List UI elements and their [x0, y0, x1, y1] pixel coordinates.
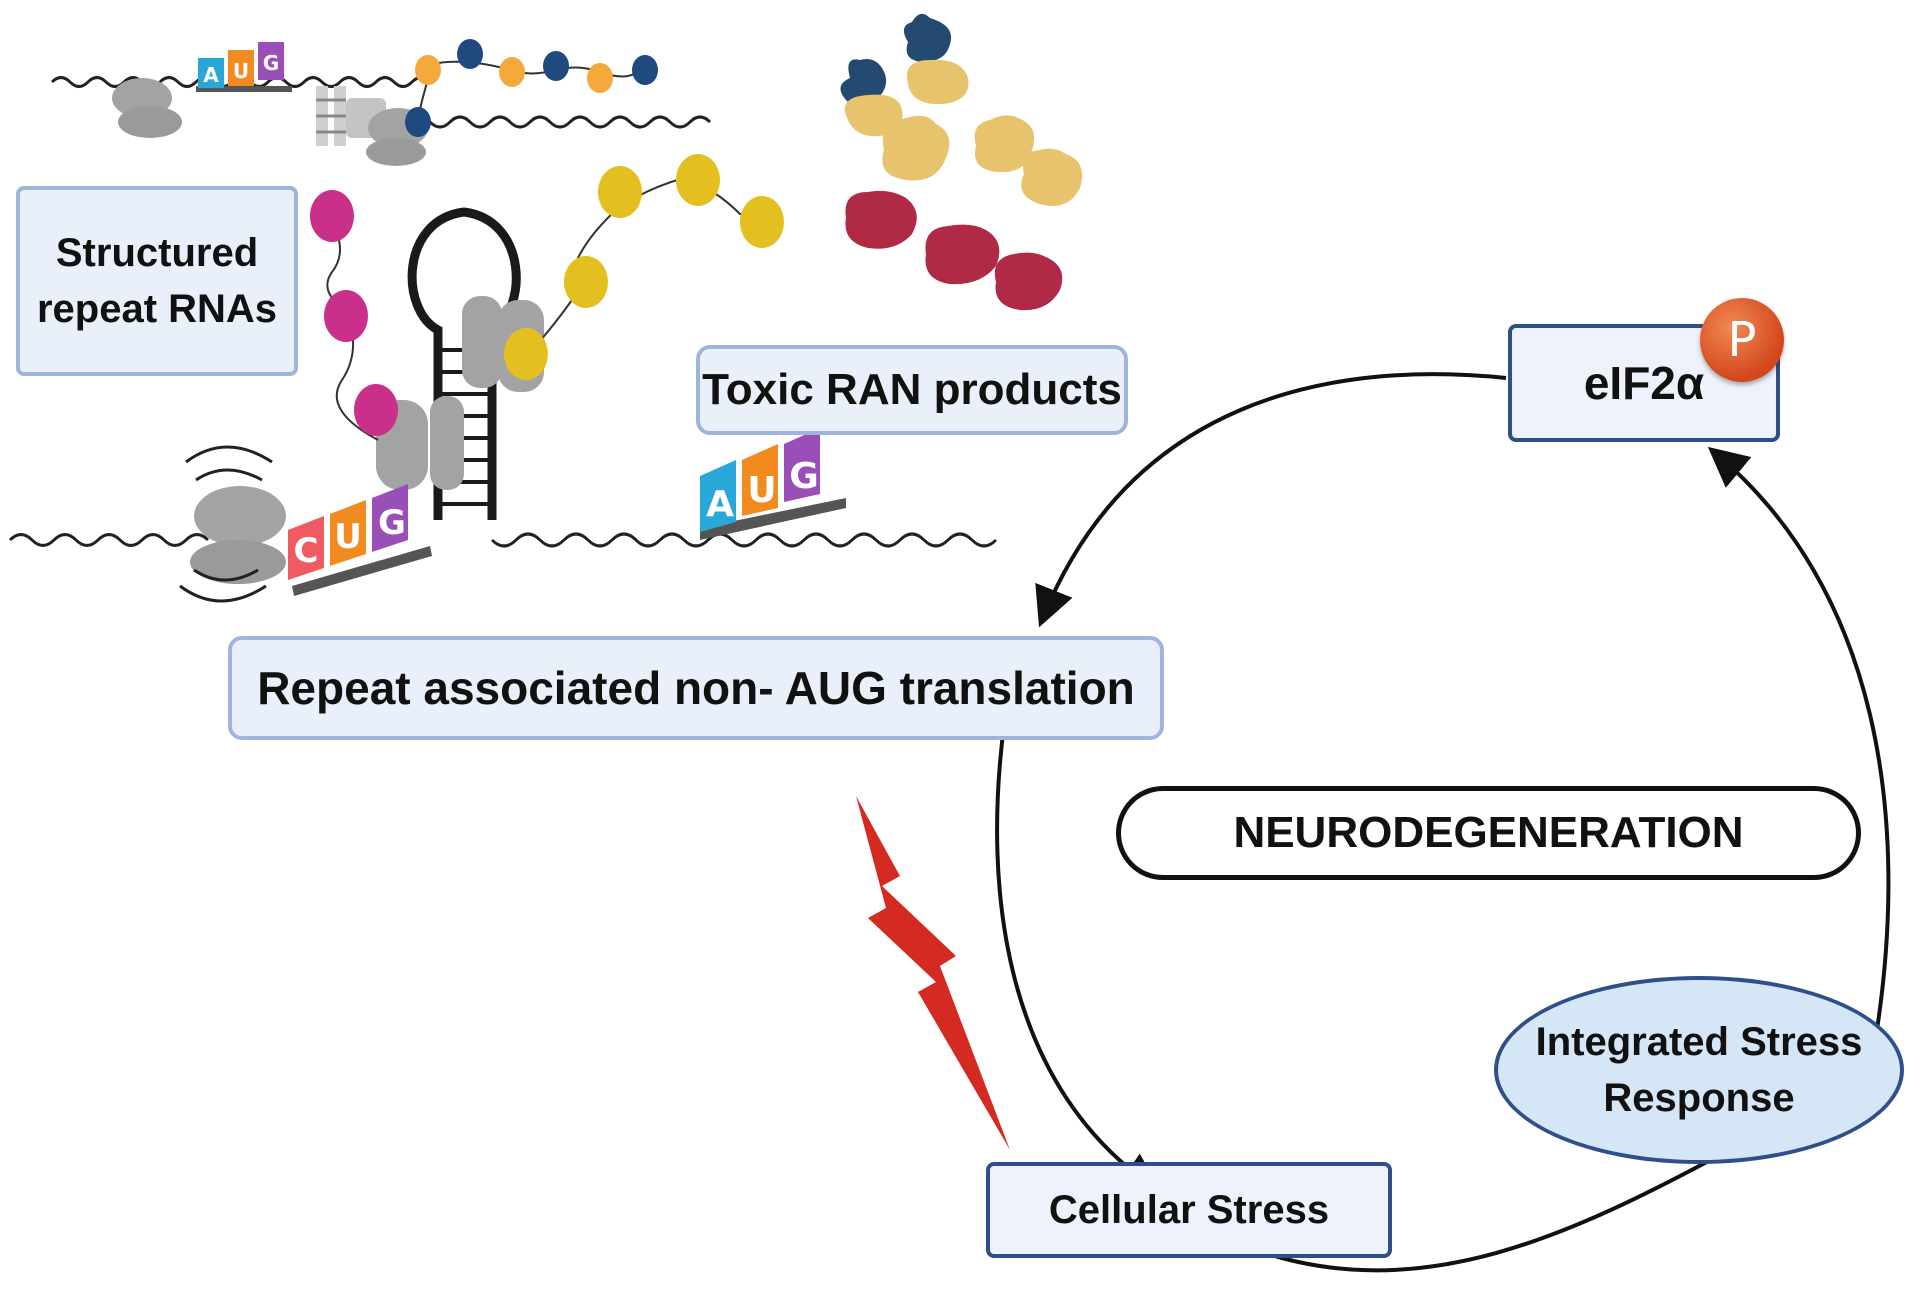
left-cug-codon: C U G — [288, 484, 432, 596]
phosphorylation-badge: P — [1700, 298, 1784, 382]
scanning-ribosome-left — [179, 445, 286, 603]
right-codon-a: A — [706, 484, 734, 525]
right-codon-u: U — [747, 470, 776, 511]
right-codon-g: G — [789, 456, 819, 497]
ran-translation-label: Repeat associated non- AUG translation — [228, 636, 1164, 740]
left-codon-u: U — [334, 517, 362, 557]
top-codon-u: U — [233, 59, 249, 83]
top-codon-a: A — [203, 63, 219, 87]
right-aug-codon: A U G — [700, 428, 846, 540]
arrow-isr-to-eif2a — [1707, 446, 1891, 1037]
arrow-eif2a-to-ran — [1035, 372, 1507, 628]
top-ribosome-left — [112, 78, 182, 138]
top-codon-g: G — [263, 51, 279, 75]
main-mrna-strand — [8, 532, 998, 548]
top-aug-codon: A U G — [196, 42, 292, 92]
left-codon-c: C — [294, 531, 319, 571]
toxic-ran-products-label: Toxic RAN products — [696, 345, 1128, 435]
magenta-peptide-chain — [310, 190, 398, 441]
yellow-peptide-chain — [504, 154, 784, 380]
structured-repeat-rnas-label: Structured repeat RNAs — [16, 186, 298, 376]
lightning-bolt-icon — [856, 796, 1010, 1150]
toxic-protein-aggregates — [840, 13, 1083, 311]
left-codon-g: G — [378, 503, 406, 543]
top-peptide-chain — [405, 39, 658, 137]
cellular-stress-label: Cellular Stress — [986, 1162, 1392, 1258]
integrated-stress-response-label: Integrated Stress Response — [1494, 976, 1904, 1164]
arrow-ran-to-stress — [995, 717, 1162, 1193]
neurodegeneration-label: NEURODEGENERATION — [1116, 786, 1861, 880]
